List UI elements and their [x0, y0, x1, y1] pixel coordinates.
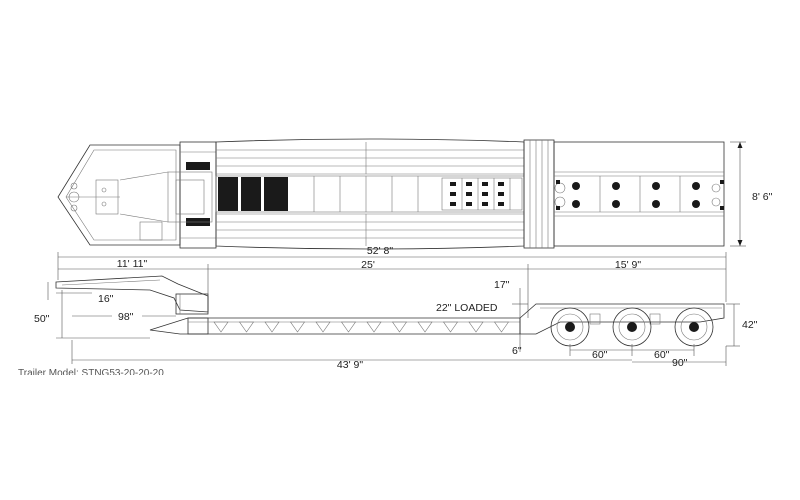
axle-spread-1-label: 60": [592, 349, 608, 361]
rear-section-length-label: 15' 9": [615, 259, 641, 271]
ground-clearance-label: 6": [512, 345, 522, 357]
deck-crossmember: [493, 321, 510, 333]
loaded-deck-height-label: 22" LOADED: [436, 302, 498, 314]
deck-crossmember: [315, 321, 331, 333]
deck-crossmember: [366, 321, 382, 333]
gooseneck-length-label: 11' 11": [117, 258, 148, 270]
deck-crossmember: [289, 321, 306, 333]
deck-crossmember: [391, 321, 408, 333]
deck-crossmember: [264, 321, 280, 333]
deck-crossmember: [468, 321, 484, 333]
overall-length-label: 52' 8": [367, 245, 393, 257]
deck-length-label: 25': [361, 259, 375, 271]
gooseneck-clearance-label: 16": [98, 293, 114, 305]
deck-crossmember: [340, 321, 357, 333]
axle-spread-2-label: 60": [654, 349, 670, 361]
rear-overhang-label: 90": [672, 357, 688, 369]
deck-crossmember-pattern: [213, 321, 510, 333]
deck-crossmember: [442, 321, 459, 333]
rear-deck-height-label: 42": [742, 319, 758, 331]
rear-wheels: [550, 307, 714, 347]
deck-crossmember: [213, 321, 229, 333]
deck-crossmember: [417, 321, 433, 333]
top-view: 8' 6": [57, 138, 773, 250]
front-height-label: 50": [34, 313, 50, 325]
rear-deck-drop-label: 17": [494, 279, 510, 291]
overall-width-label: 8' 6": [752, 191, 773, 203]
overall-length-lower-label: 43' 9": [337, 359, 363, 371]
side-view: 52' 8" 11' 11" 25' 15' 9" 16" 50" 98" 17…: [34, 245, 758, 371]
deck-crossmember: [238, 321, 255, 333]
kingpin-setting-label: 98": [118, 311, 134, 323]
drawing-caption: Trailer Model: STNG53-20-20-20: [18, 368, 164, 375]
